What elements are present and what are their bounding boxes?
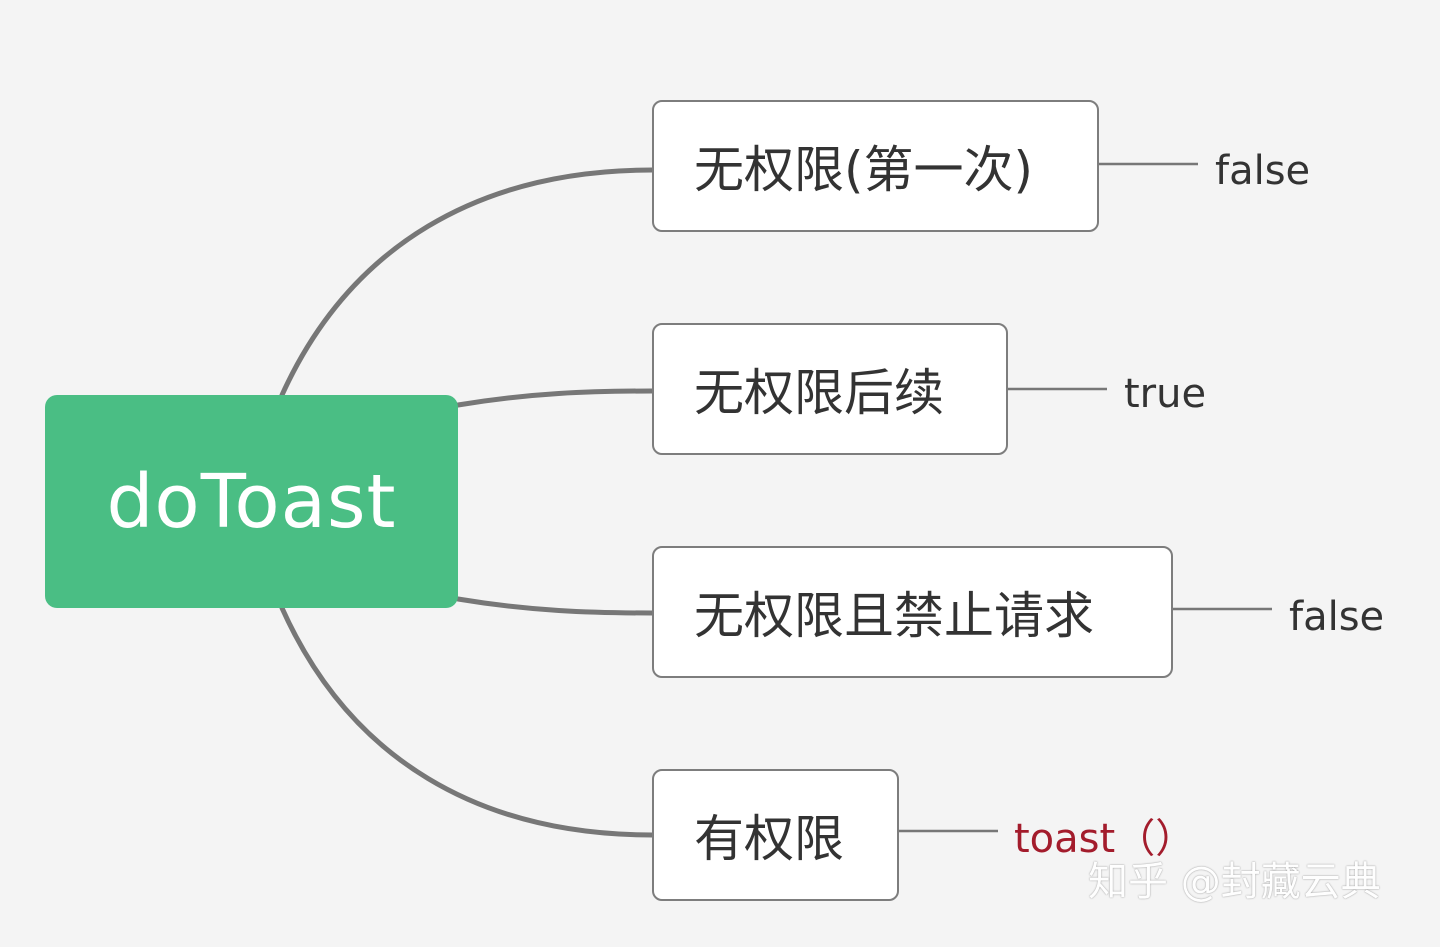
connector-root-to-branch-4: [279, 605, 655, 838]
result-label-branch-3: false: [1289, 594, 1385, 640]
result-label-branch-2: true: [1124, 371, 1207, 417]
connector-root-to-branch-1: [279, 167, 655, 398]
branch-node-has-permission[interactable]: 有权限: [652, 769, 899, 901]
branch-node-no-permission-subsequent[interactable]: 无权限后续: [652, 323, 1008, 455]
connector-root-to-branch-2: [455, 388, 655, 408]
result-label-branch-1: false: [1215, 148, 1311, 194]
connector-root-to-branch-3: [455, 596, 655, 616]
branch-node-no-permission-first-time[interactable]: 无权限(第一次): [652, 100, 1099, 232]
watermark-text: 知乎 @封藏云典: [1088, 859, 1381, 905]
root-node[interactable]: doToast: [45, 395, 458, 608]
branch-node-no-permission-request-forbidden[interactable]: 无权限且禁止请求: [652, 546, 1173, 678]
result-label-branch-4: toast（）: [1014, 816, 1196, 862]
